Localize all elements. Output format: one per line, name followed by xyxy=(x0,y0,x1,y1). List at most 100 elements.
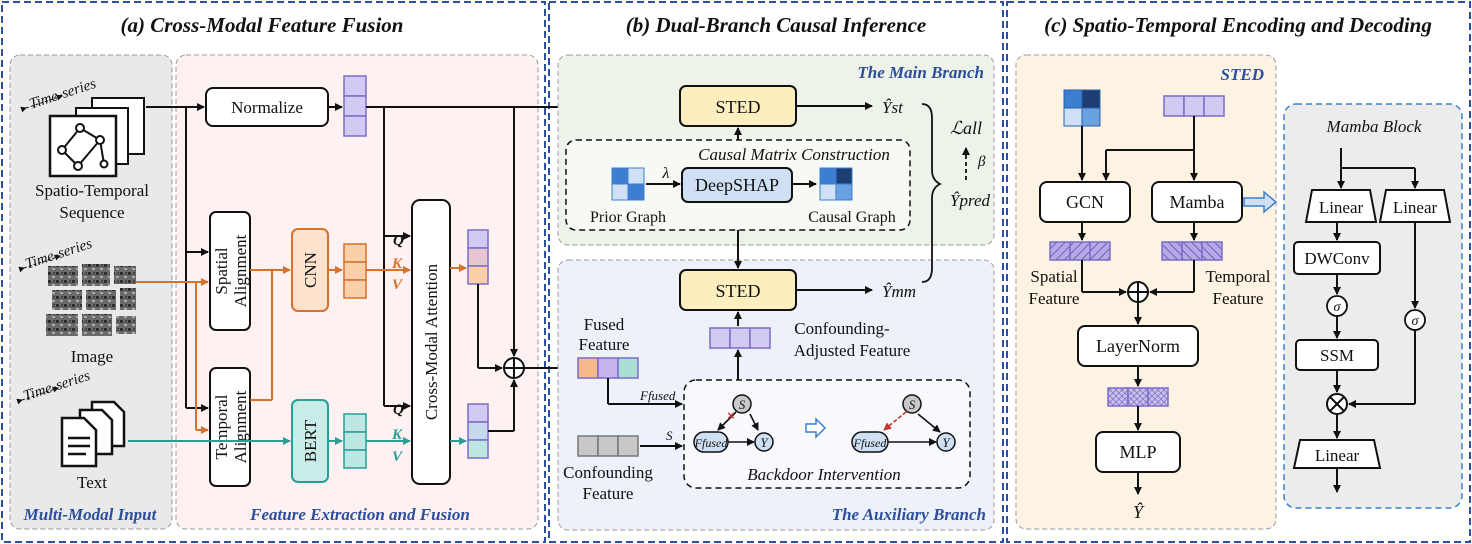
bert-feature-vector xyxy=(343,413,367,469)
confounding-adjusted-vector xyxy=(709,327,771,349)
y-mm-label: Ŷmm xyxy=(882,282,916,301)
causal-dag-after xyxy=(851,394,956,453)
linear-right-box xyxy=(1378,189,1452,223)
q-label-2: Q xyxy=(393,402,404,418)
mamba-block-arrows xyxy=(1333,148,1419,493)
sted-input-vector xyxy=(1163,95,1225,117)
dwconv-label: DWConv xyxy=(1304,249,1370,268)
confounding-feature-vector xyxy=(577,435,639,457)
multiply-node xyxy=(1326,393,1348,415)
graph-sequence-icon: Time-series xyxy=(20,76,145,178)
linear-left-label: Linear xyxy=(1319,198,1364,217)
bert-label: BERT xyxy=(301,419,320,462)
temporal-alignment-label-1: Temporal xyxy=(212,394,231,459)
aux-branch-label: The Auxiliary Branch xyxy=(832,505,986,524)
confounding-adjusted-label-1: Confounding- xyxy=(794,319,890,338)
sted-sum-node xyxy=(1127,281,1149,303)
main-branch-label: The Main Branch xyxy=(857,63,984,82)
attn-output-orange xyxy=(467,229,489,285)
panel-b-frame xyxy=(548,1,1004,543)
document-icon: Time-series xyxy=(16,368,126,468)
cnn-label: CNN xyxy=(301,252,320,288)
confounding-feature-label-2: Feature xyxy=(583,484,634,503)
mamba-box xyxy=(1151,181,1243,223)
k-label-2: K xyxy=(391,427,403,443)
cnn-feature-vector xyxy=(343,243,367,299)
confounding-adjusted-label-2: Adjusted Feature xyxy=(794,341,911,360)
sted-region-label: STED xyxy=(1221,65,1264,84)
spatial-feature-label-2: Feature xyxy=(1029,289,1080,308)
prior-graph-matrix xyxy=(611,167,645,201)
normalize-label: Normalize xyxy=(231,98,303,117)
sted-aux-label: STED xyxy=(716,281,761,301)
causal-matrix-label: Causal Matrix Construction xyxy=(698,145,890,164)
spatial-feature-vector xyxy=(1049,241,1111,261)
backdoor-box xyxy=(683,379,971,489)
v-label-1: V xyxy=(392,277,404,293)
spatial-alignment-label-2: Alignment xyxy=(231,234,250,307)
cross-modal-attention-box xyxy=(411,199,451,485)
s-node-1: S xyxy=(739,397,746,412)
beta-label: β xyxy=(977,154,986,170)
sted-graph-matrix xyxy=(1063,89,1101,127)
k-label-1: K xyxy=(391,256,403,272)
f-node-1: Ffused xyxy=(694,436,729,450)
panel-c-frame xyxy=(1006,1,1471,543)
panel-c-arrows xyxy=(1078,116,1198,495)
y-st-label: Ŷst xyxy=(882,98,904,117)
mlp-label: MLP xyxy=(1119,442,1156,462)
linear-left-box xyxy=(1304,189,1378,223)
linear-bottom-box xyxy=(1292,439,1382,469)
panel-a-orange-arrows xyxy=(136,264,467,434)
ssm-label: SSM xyxy=(1320,346,1354,365)
temporal-feature-label-2: Feature xyxy=(1213,289,1264,308)
sigma-right-label: σ xyxy=(1412,314,1420,329)
y-node-1: Y xyxy=(760,435,769,450)
linear-right-label: Linear xyxy=(1393,198,1438,217)
svg-text:×: × xyxy=(727,408,735,423)
lambda-label: λ xyxy=(662,165,670,182)
fused-feature-label-1: Fused xyxy=(584,315,625,334)
input-st-label-2: Sequence xyxy=(59,203,124,222)
mamba-label: Mamba xyxy=(1170,192,1225,212)
y-hat-label: Ŷ xyxy=(1133,501,1145,522)
s-edge-label: S xyxy=(666,428,673,443)
input-text-label: Text xyxy=(77,473,107,492)
causal-graph-matrix xyxy=(819,167,853,201)
temporal-alignment-label-2: Alignment xyxy=(231,390,250,463)
panel-b-arrows xyxy=(607,102,873,450)
causal-graph-label: Causal Graph xyxy=(808,209,896,226)
sted-main-label: STED xyxy=(716,97,761,117)
gcn-label: GCN xyxy=(1066,192,1104,212)
layernorm-label: LayerNorm xyxy=(1096,336,1180,356)
normalized-vector xyxy=(343,75,367,137)
gcn-box xyxy=(1039,181,1131,223)
y-node-2: Y xyxy=(942,435,951,450)
prior-graph-label: Prior Graph xyxy=(590,209,666,226)
mamba-block-label: Mamba Block xyxy=(1326,117,1422,136)
panel-b-title: (b) Dual-Branch Causal Inference xyxy=(626,13,926,37)
v-label-2: V xyxy=(392,449,404,465)
panel-c-title: (c) Spatio-Temporal Encoding and Decodin… xyxy=(1044,13,1432,37)
input-image-label: Image xyxy=(71,347,113,366)
temporal-alignment-box xyxy=(209,367,251,487)
linear-bottom-label: Linear xyxy=(1315,446,1360,465)
temporal-feature-label-1: Temporal xyxy=(1206,267,1271,286)
spatial-alignment-label-1: Spatial xyxy=(212,247,231,294)
fused-feature-label-2: Feature xyxy=(579,335,630,354)
deepshap-label: DeepSHAP xyxy=(695,175,779,195)
input-st-label-1: Spatio-Temporal xyxy=(35,181,149,200)
cross-modal-attention-label: Cross-Modal Attention xyxy=(422,263,441,420)
causal-dag-before: × xyxy=(693,394,774,453)
loss-label: ℒall xyxy=(950,118,982,138)
q-label-1: Q xyxy=(393,233,404,249)
layernorm-output-vector xyxy=(1107,387,1169,407)
spatial-feature-label-1: Spatial xyxy=(1030,267,1077,286)
attn-output-teal xyxy=(467,403,489,459)
temporal-feature-vector xyxy=(1161,241,1223,261)
panel-a-black-arrows xyxy=(146,103,679,432)
f-node-2: Ffused xyxy=(853,436,888,450)
panel-a-title: (a) Cross-Modal Feature Fusion xyxy=(121,13,404,37)
